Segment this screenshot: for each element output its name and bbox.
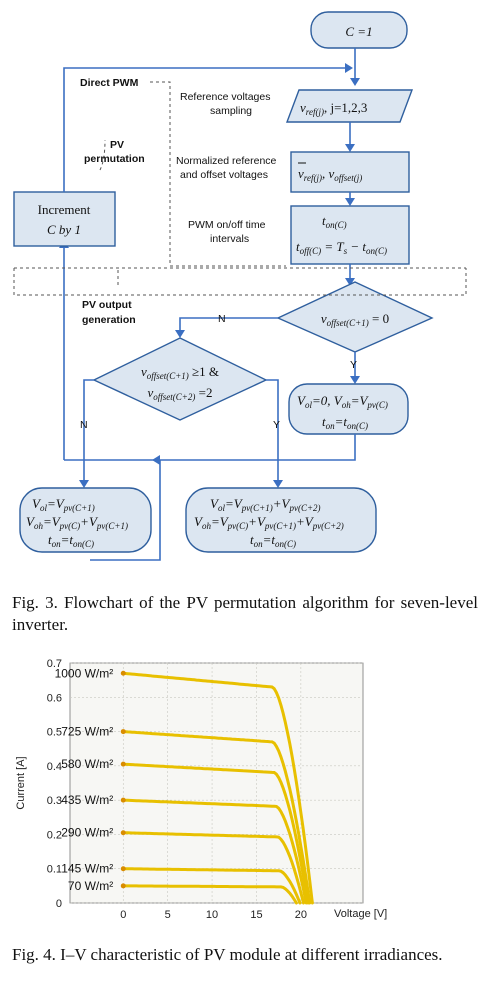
ref-sampling-label-2: sampling (210, 105, 252, 117)
n2-output-node (19, 487, 152, 553)
isc-point (120, 729, 126, 735)
x-tick-label: 5 (165, 909, 171, 921)
irradiance-label: 725 W/m² (61, 725, 113, 739)
arrow-head (345, 144, 355, 152)
y-tick-label: 0.7 (47, 658, 62, 670)
arrow-head (175, 330, 185, 338)
pv-perm-pointer (99, 139, 106, 171)
fig4-caption: Fig. 4. I–V characteristic of PV module … (12, 945, 443, 964)
x-ticks: 0 5 10 15 20 (120, 909, 307, 921)
series-group (120, 670, 314, 905)
flow-arrow (83, 379, 94, 482)
flowchart: C =1 vref(j), j=1,2,3 vref(j), voffset(j… (13, 11, 467, 561)
pv-perm-label-2: permutation (84, 153, 145, 165)
increment-node (13, 191, 116, 247)
n2-label: N (80, 419, 88, 431)
iv-curve (121, 671, 314, 905)
offset-two-decision (92, 337, 268, 421)
pwm-time-label-2: intervals (210, 233, 249, 245)
isc-point (120, 761, 126, 767)
iv-chart: 0 0.1 0.2 0.3 0.4 0.5 0.6 0.7 0 5 10 15 20 1000 W/m… (15, 658, 387, 921)
arrow-head (152, 455, 160, 465)
x-tick-label: 15 (250, 909, 262, 921)
irradiance-label: 70 W/m² (68, 879, 113, 893)
increment-line2: C by 1 (47, 222, 81, 237)
iv-curve (121, 867, 302, 905)
pv-output-label-1: PV output (82, 299, 132, 311)
irradiance-label: 1000 W/m² (55, 666, 114, 680)
series-labels: 1000 W/m² 725 W/m² 580 W/m² 435 W/m² 290 W/m… (55, 666, 114, 893)
iv-curve (121, 762, 310, 905)
fig3-caption: Fig. 3. Flowchart of the PV permutation … (12, 593, 478, 634)
increment-line1: Increment (38, 202, 91, 217)
merge-line (64, 434, 356, 461)
arrow-head (273, 480, 283, 488)
y-tick-label: 0.4 (47, 761, 62, 773)
arrow-head (345, 63, 353, 73)
start-node (310, 11, 408, 49)
offset-zero-decision (276, 281, 434, 353)
y1-vol-text: Vol=0, Voh=Vpv(C) (297, 393, 388, 410)
arrow-head (345, 198, 355, 206)
plot-area (69, 662, 364, 904)
arrow-head (345, 278, 355, 286)
pv-output-label-2: generation (82, 314, 136, 326)
isc-point (120, 797, 126, 803)
flow-arrow (266, 379, 279, 482)
grid (70, 662, 363, 904)
irradiance-label: 290 W/m² (61, 826, 113, 840)
start-label: C =1 (345, 24, 372, 39)
y-axis-label: Current [A] (15, 756, 27, 809)
y1-label: Y (350, 359, 357, 371)
direct-pwm-label: Direct PWM (80, 77, 139, 89)
normalized-label-1: Normalized reference (176, 155, 277, 167)
pv-output-bracket (13, 268, 467, 296)
ref-sampling-label-1: Reference voltages (180, 91, 270, 103)
normalized-node (290, 151, 410, 193)
y1-output-node (288, 383, 409, 435)
x-tick-label: 10 (206, 909, 218, 921)
loop-line (63, 67, 350, 192)
arrow-head (350, 78, 360, 86)
arrow-head (79, 480, 89, 488)
x-tick-label: 20 (295, 909, 307, 921)
y-tick-label: 0 (56, 898, 62, 910)
pwm-time-label-1: PWM on/off time (188, 219, 266, 231)
normalized-label-2: and offset voltages (180, 169, 268, 181)
y-tick-label: 0.5 (47, 727, 62, 739)
y2-output-node (185, 487, 377, 553)
irradiance-label: 435 W/m² (61, 793, 113, 807)
isc-point (120, 866, 126, 872)
arrow-head (350, 376, 360, 384)
pv-perm-label-1: PV (110, 139, 124, 151)
iv-curve (121, 798, 308, 905)
isc-point (120, 670, 126, 676)
isc-point (120, 883, 126, 889)
x-tick-label: 0 (120, 909, 126, 921)
y-tick-label: 0.1 (47, 864, 62, 876)
iv-curve (121, 730, 312, 905)
irradiance-label: 145 W/m² (61, 862, 113, 876)
iv-curve (121, 884, 298, 905)
bottom-merge (90, 460, 161, 561)
iv-curve (121, 831, 305, 905)
y-ticks: 0 0.1 0.2 0.3 0.4 0.5 0.6 0.7 (47, 658, 62, 910)
y-tick-label: 0.2 (47, 829, 62, 841)
y-tick-label: 0.3 (47, 795, 62, 807)
x-axis-label: Voltage [V] (334, 908, 387, 920)
n1-label: N (218, 313, 226, 325)
ref-voltage-node (285, 89, 414, 123)
y2-label: Y (273, 419, 280, 431)
irradiance-label: 580 W/m² (61, 757, 113, 771)
y-tick-label: 0.6 (47, 692, 62, 704)
isc-point (120, 830, 126, 836)
flow-arrow (179, 317, 278, 332)
